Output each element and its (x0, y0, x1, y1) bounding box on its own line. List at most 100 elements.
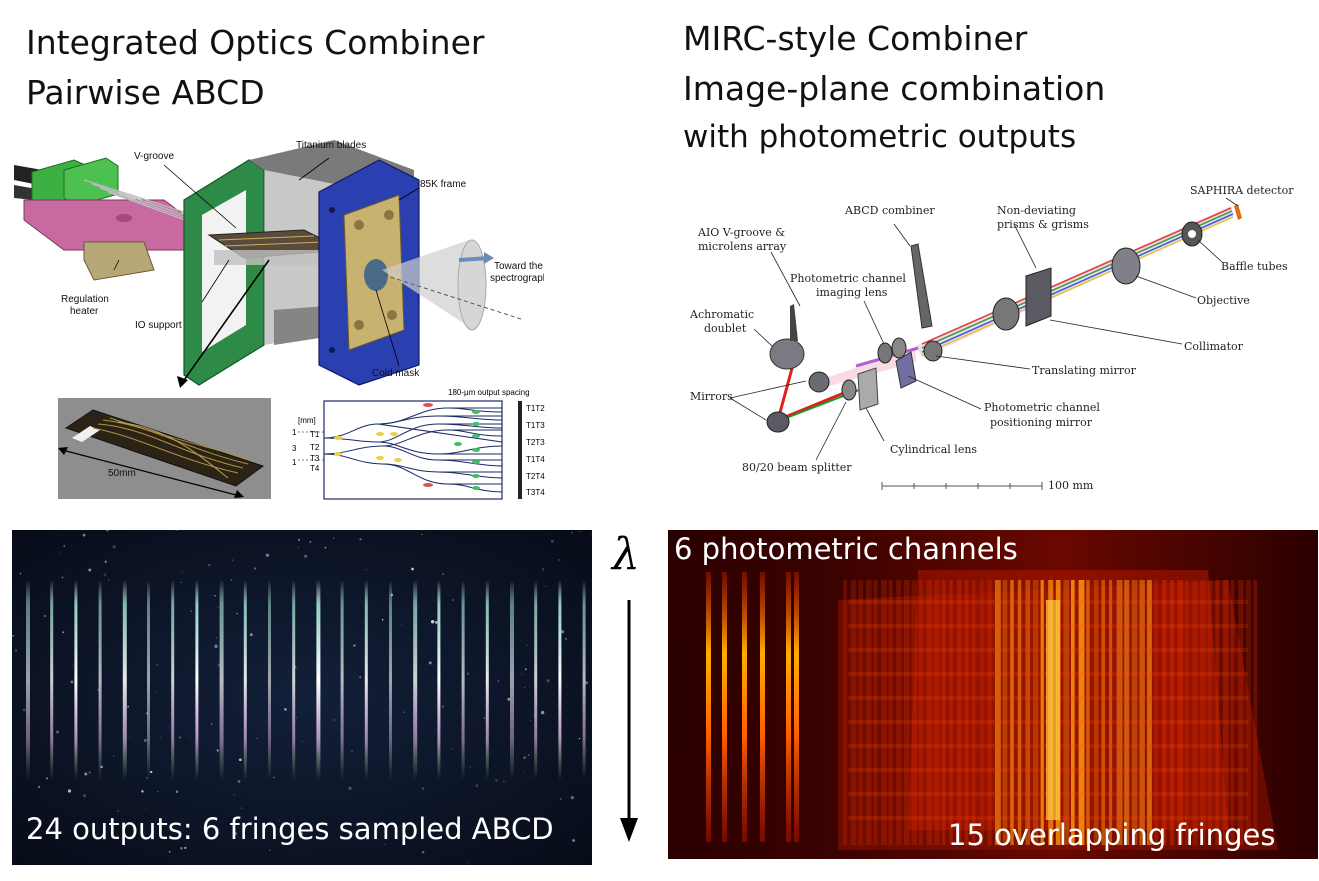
wavelength-symbol: λ (612, 529, 640, 580)
fringe-stripe (957, 580, 962, 845)
noise-speck (540, 710, 545, 715)
fringe-stripe (1215, 580, 1220, 845)
photometric-channel (760, 572, 765, 842)
noise-speck (404, 840, 406, 842)
fringe-stripe (1230, 580, 1235, 845)
noise-speck (112, 755, 115, 757)
noise-speck (302, 741, 304, 743)
fringe-stripe (1207, 580, 1212, 845)
fringe-stripe (1063, 580, 1070, 845)
fringe-stripe (1010, 580, 1014, 845)
fringe-stripe (1238, 580, 1244, 845)
noise-speck (533, 714, 536, 717)
fringe-stripe (1169, 580, 1175, 845)
noise-speck (190, 610, 193, 613)
noise-speck (104, 560, 107, 563)
fringe-line (243, 580, 247, 780)
input-dim-1b: 1 (292, 458, 297, 467)
noise-speck (428, 661, 432, 665)
fringe-stripe (858, 580, 864, 845)
waveguide-schematic: 180-µm output spacing T1 T2 T3 T4 1 3 1 … (288, 384, 548, 504)
noise-speck (332, 537, 335, 539)
noise-speck (147, 754, 149, 756)
fringe-line (389, 580, 392, 780)
noise-speck (22, 708, 26, 712)
fringe-stripe (903, 580, 910, 845)
fringe-stripe (1223, 580, 1229, 845)
noise-speck (180, 846, 183, 850)
label-v-groove: V-groove (134, 151, 175, 162)
noise-speck (466, 672, 470, 675)
photometric-channel (722, 572, 727, 842)
fringe-stripe (1253, 580, 1258, 845)
fringe-stripe (873, 580, 878, 845)
io-fringe-lines (12, 530, 592, 865)
io-detector-image: 24 outputs: 6 fringes sampled ABCD (12, 530, 592, 865)
noise-speck (88, 568, 92, 572)
fringe-stripe (1017, 580, 1022, 845)
noise-speck (59, 552, 61, 554)
noise-speck (545, 585, 547, 587)
fringe-line (510, 580, 514, 780)
noise-speck (173, 644, 175, 647)
noise-speck (348, 786, 352, 790)
noise-speck (584, 681, 589, 685)
noise-speck (214, 594, 216, 597)
noise-speck (249, 633, 253, 637)
fringe-stripe (1071, 580, 1075, 845)
fringe-stripe (941, 580, 946, 845)
noise-speck (156, 663, 159, 666)
noise-speck (168, 727, 170, 729)
photometric-channel (742, 572, 747, 842)
noise-speck (43, 615, 46, 617)
label-scale-bar: 100 mm (1048, 479, 1094, 492)
photometric-channel (786, 572, 791, 842)
noise-speck (253, 567, 257, 570)
label-abcd-combiner: ABCD combiner (845, 204, 935, 217)
noise-speck (572, 839, 576, 842)
fringe-stripe (1124, 580, 1130, 845)
fringe-line (292, 580, 296, 780)
noise-speck (578, 737, 581, 740)
noise-speck (216, 749, 219, 752)
noise-speck (237, 780, 241, 783)
fringe-stripe (1162, 580, 1167, 845)
fringe-stripe (1109, 580, 1113, 845)
noise-speck (67, 789, 72, 793)
noise-speck (83, 794, 87, 798)
noise-speck (294, 666, 297, 669)
noise-speck (507, 697, 511, 701)
noise-speck (129, 737, 131, 739)
noise-speck (157, 791, 159, 793)
noise-speck (297, 538, 301, 541)
noise-speck (217, 664, 221, 667)
fringe-stripe (881, 580, 887, 845)
io-cad-drawing (14, 140, 525, 388)
io-detector-caption: 24 outputs: 6 fringes sampled ABCD (26, 812, 554, 846)
bright-fringe (1046, 600, 1060, 820)
noise-speck (475, 784, 479, 788)
fringe-stripe (949, 580, 953, 845)
label-toward: Toward the (494, 261, 543, 272)
fringe-stripe (995, 580, 1001, 845)
input-t4: T4 (310, 464, 320, 473)
noise-speck (160, 737, 162, 738)
noise-speck (180, 581, 182, 583)
noise-speck (365, 569, 368, 571)
fringe-line (316, 580, 321, 780)
mirc-optical-layout: SAPHIRA detector ABCD combiner Non-devia… (686, 176, 1306, 496)
wavelength-arrow (620, 600, 638, 842)
noise-speck (168, 850, 171, 853)
noise-speck (230, 579, 233, 581)
output-t2t3: T2T3 (526, 438, 545, 447)
fringe-line (461, 580, 465, 780)
noise-speck (541, 568, 545, 571)
noise-speck (97, 688, 100, 691)
noise-speck (523, 771, 525, 773)
output-t1t2: T1T2 (526, 404, 545, 413)
noise-speck (146, 777, 148, 779)
noise-speck (570, 796, 574, 800)
fringe-stripe (934, 580, 940, 845)
noise-speck (233, 794, 235, 796)
fringe-line (195, 580, 199, 780)
